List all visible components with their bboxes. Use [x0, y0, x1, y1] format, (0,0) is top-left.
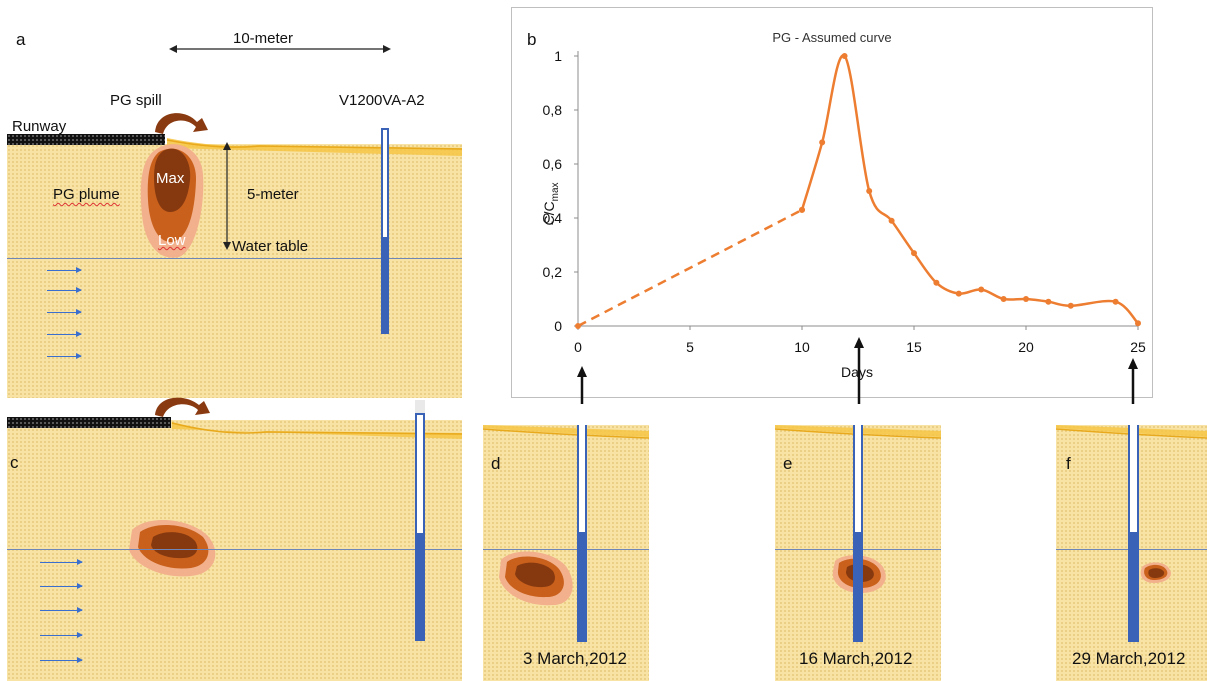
panel-f: f 29 March,2012 — [1056, 425, 1207, 681]
data-point — [1112, 298, 1119, 305]
panel-letter: f — [1066, 454, 1071, 473]
y-tick-label: 0,2 — [543, 264, 563, 280]
y-tick-label: 1 — [554, 48, 562, 64]
date-label: 29 March,2012 — [1072, 649, 1186, 668]
water-table-label: Water table — [232, 238, 309, 255]
data-point — [575, 323, 581, 329]
panel-d: d 3 March,2012 — [483, 425, 649, 681]
subsurface-soil — [7, 420, 462, 681]
flow-arrow — [47, 267, 82, 273]
monitoring-well — [1128, 425, 1139, 642]
flow-arrow — [40, 583, 83, 589]
data-point — [1045, 298, 1052, 305]
water-table-line — [7, 549, 462, 550]
panel-letter: b — [527, 30, 537, 49]
x-tick-label: 20 — [1018, 339, 1034, 355]
data-point — [911, 250, 917, 257]
y-tick-label: 0,6 — [543, 156, 563, 172]
chart-title: PG - Assumed curve — [772, 30, 891, 45]
panel-b-chart: b PG - Assumed curve Days C/Cmax 0 0,2 0,4… — [511, 7, 1153, 398]
data-point — [799, 206, 805, 213]
flow-arrow — [47, 331, 82, 337]
x-tick-label: 5 — [686, 339, 694, 355]
plume-core — [154, 148, 191, 212]
y-axis-label: C/Cmax — [541, 182, 561, 225]
data-point — [933, 279, 940, 286]
plume-core — [515, 562, 555, 588]
panel-letter: c — [10, 453, 19, 472]
panel-letter: e — [783, 454, 793, 473]
well-label: V1200VA-A2 — [339, 92, 425, 109]
x-tick-label: 0 — [574, 339, 582, 355]
scale-label: 10-meter — [233, 30, 294, 47]
x-tick-label: 10 — [794, 339, 810, 355]
runway — [7, 134, 165, 145]
data-point — [1067, 302, 1074, 309]
svg-text:C/Cmax: C/Cmax — [541, 182, 561, 225]
data-point — [978, 286, 985, 293]
water-table-line — [7, 258, 462, 259]
depth-label: 5-meter — [247, 186, 299, 203]
y-tick-label: 0,4 — [543, 210, 563, 226]
plume-label: PG plume — [53, 186, 120, 203]
spill-arrow-icon — [155, 113, 208, 134]
monitoring-well — [577, 425, 587, 642]
panel-letter: d — [491, 454, 501, 473]
max-label: Max — [156, 170, 185, 187]
flow-arrow — [40, 559, 83, 565]
data-point — [819, 139, 826, 146]
flow-arrow — [40, 657, 83, 663]
flow-arrow — [40, 607, 83, 613]
subsurface-soil — [483, 425, 649, 681]
data-point — [1023, 296, 1029, 302]
series-line-solid — [800, 54, 1139, 325]
flow-arrow — [47, 309, 82, 315]
plume-core — [151, 532, 198, 559]
x-tick-label: 25 — [1130, 339, 1146, 355]
runway-label: Runway — [12, 118, 67, 135]
x-axis-label: Days — [841, 364, 873, 380]
data-point — [1000, 296, 1007, 302]
panel-letter: a — [16, 30, 26, 49]
series-line-dashed — [577, 208, 803, 328]
panel-e: e 16 March,2012 — [775, 425, 941, 681]
panel-a: a 10-meter PG spill V1200VA-A2 Runway PG… — [7, 0, 462, 398]
monitoring-well — [853, 425, 863, 642]
y-tick-label: 0,8 — [543, 102, 563, 118]
spill-label: PG spill — [110, 92, 162, 109]
chart-svg: PG - Assumed curve Days C/Cmax 0 0,2 0,4 0,… — [541, 30, 1146, 380]
date-label: 16 March,2012 — [799, 649, 913, 668]
date-label: 3 March,2012 — [523, 649, 627, 668]
data-point — [841, 53, 848, 59]
panel-c: c — [7, 395, 462, 681]
spill-arrow-icon — [155, 397, 210, 417]
water-table-line — [483, 549, 649, 550]
runway — [7, 417, 171, 428]
flow-arrow — [47, 353, 82, 359]
y-tick-label: 0 — [554, 318, 562, 334]
low-label: Low — [158, 232, 186, 249]
data-point — [1135, 320, 1141, 327]
flow-arrow — [47, 287, 82, 293]
data-point — [955, 290, 962, 297]
data-point — [866, 188, 873, 194]
data-point — [888, 217, 895, 224]
surface-topsoil — [140, 45, 462, 258]
x-tick-label: 15 — [906, 339, 922, 355]
flow-arrow — [40, 632, 83, 638]
plume-core — [1148, 568, 1165, 578]
